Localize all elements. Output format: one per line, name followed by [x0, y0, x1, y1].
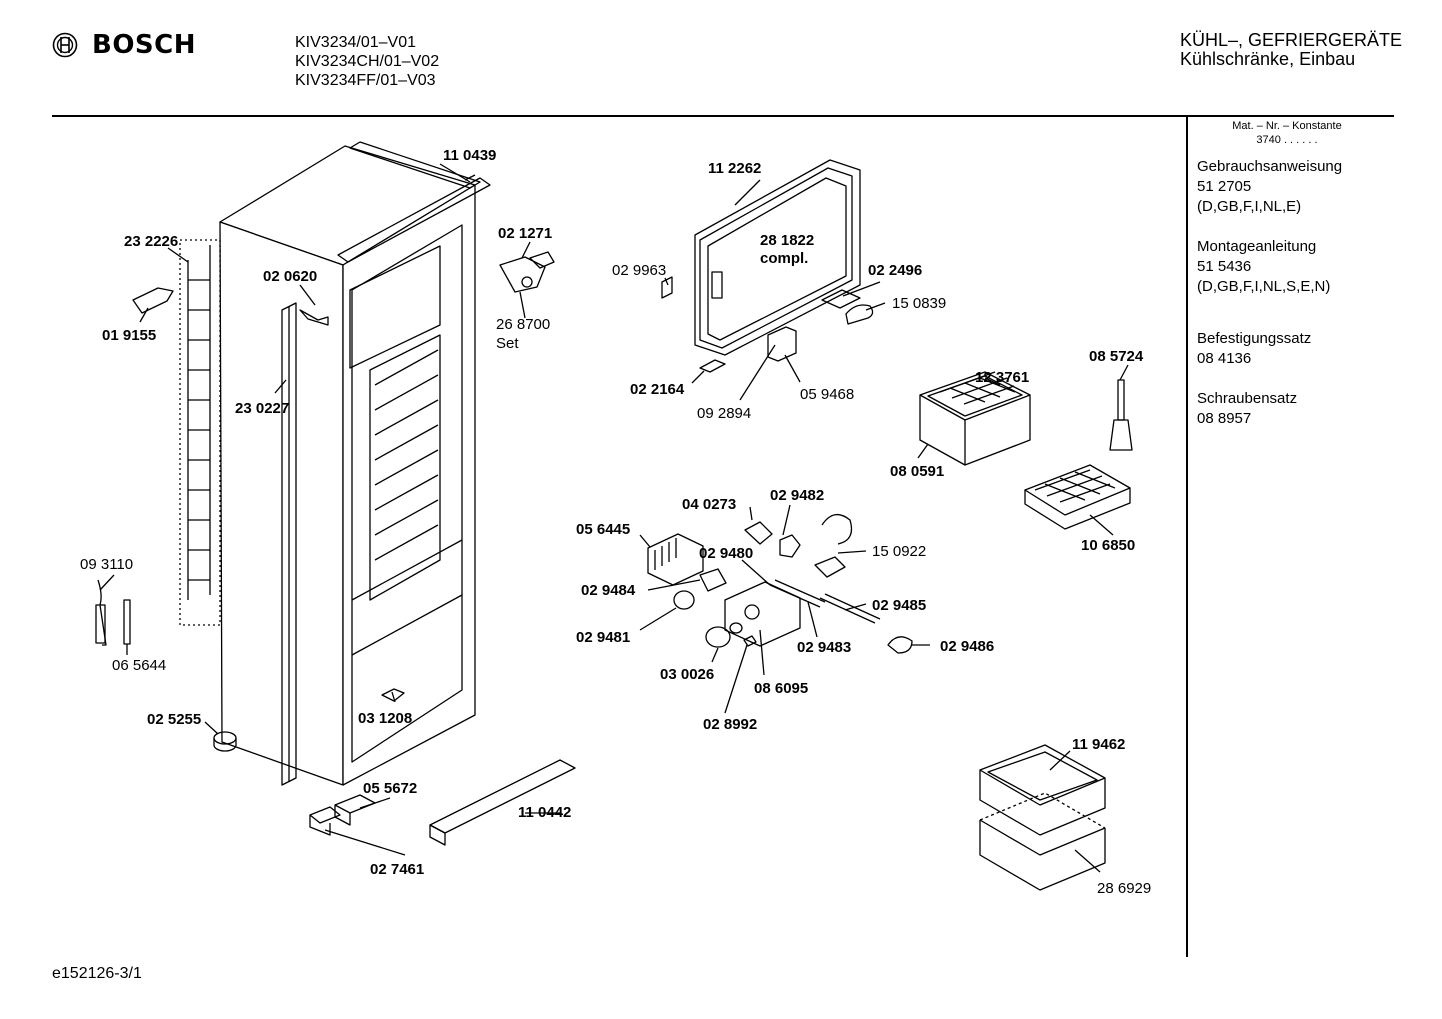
part-label: 05 6445: [576, 521, 630, 538]
shelf-ribs: [374, 349, 439, 561]
part-label: 15 0839: [892, 295, 946, 312]
part-label: 02 9481: [576, 629, 630, 646]
crisper-drawer: [979, 744, 1106, 891]
sidebar-item: Montageanleitung 51 5436 (D,GB,F,I,NL,S,…: [1197, 237, 1387, 297]
part-label: Set: [496, 335, 519, 352]
hinge-plate-part: [767, 326, 797, 362]
part-labels: 11 0439 02 1271 23 2226 02 0620 01 9155 …: [80, 147, 1151, 897]
door-seal-strip: [281, 302, 297, 786]
ice-tray-upper: [919, 371, 1031, 466]
part-label: 03 1208: [358, 710, 412, 727]
ice-tray-lower: [1024, 464, 1131, 530]
plug-part: [381, 688, 405, 702]
part-label: 01 9155: [102, 327, 156, 344]
condenser-coil: [187, 245, 211, 600]
top-rail: [337, 177, 491, 263]
sidebar-item-title: Befestigungssatz: [1197, 330, 1312, 347]
sidebar-divider: [1186, 117, 1188, 957]
bosch-armature-logo-icon: [52, 32, 78, 58]
part-label: 02 8992: [703, 716, 757, 733]
product-category: KÜHL–, GEFRIERGERÄTE Kühlschränke, Einba…: [1180, 31, 1402, 69]
part-label: compl.: [760, 250, 808, 267]
kick-rail-part: [429, 759, 576, 846]
part-label: 12 3761: [975, 369, 1029, 386]
model-number: KIV3234CH/01–V02: [295, 53, 440, 70]
part-label: 02 0620: [263, 268, 317, 285]
part-label: 11 2262: [708, 160, 761, 177]
part-label: 02 9963: [612, 262, 666, 279]
part-label: 28 1822: [760, 232, 814, 249]
part-label: 02 9484: [581, 582, 636, 599]
part-label: 11 9462: [1072, 736, 1125, 753]
freezer-door: [694, 159, 861, 356]
sidebar: Mat. – Nr. – Konstante 3740 . . . . . . …: [1197, 119, 1387, 429]
cabinet-body: [179, 141, 481, 786]
model-number: KIV3234FF/01–V03: [295, 72, 436, 89]
model-list: KIV3234/01–V01 KIV3234CH/01–V02 KIV3234F…: [295, 33, 439, 90]
header-divider: [52, 115, 1394, 117]
part-label: 09 3110: [80, 556, 133, 573]
brand: BOSCH: [52, 30, 196, 60]
leader-lines: [99, 163, 1129, 873]
document-code: e152126-3/1: [52, 965, 142, 982]
latch-part: [821, 289, 861, 309]
sidebar-item-number: 51 5436: [1197, 258, 1252, 275]
sidebar-item: Befestigungssatz 08 4136: [1197, 329, 1387, 369]
sidebar-item-langs: (D,GB,F,I,NL,S,E,N): [1197, 278, 1331, 295]
part-label: 02 1271: [498, 225, 552, 242]
sidebar-item-title: Montageanleitung: [1197, 238, 1317, 255]
category-subtitle: Kühlschränke, Einbau: [1180, 49, 1356, 69]
part-label: 09 2894: [697, 405, 751, 422]
part-label: 02 9480: [699, 545, 753, 562]
part-label: 23 0227: [235, 400, 289, 417]
sidebar-item-number: 51 2705: [1197, 178, 1252, 195]
hinge-part: [499, 251, 555, 293]
clip-part: [661, 276, 673, 299]
part-label: 08 6095: [754, 680, 808, 697]
sidebar-item-number: 08 8957: [1197, 410, 1252, 427]
part-label: 05 9468: [800, 386, 854, 403]
mat-number-value: 3740 . . . . . .: [1256, 134, 1318, 146]
part-label: 05 5672: [363, 780, 417, 797]
part-label: 02 9483: [797, 639, 851, 656]
part-label: 04 0273: [682, 496, 736, 513]
part-label: 06 5644: [112, 657, 166, 674]
part-label: 08 5724: [1089, 348, 1144, 365]
part-label: 02 9486: [940, 638, 994, 655]
brand-name: BOSCH: [92, 30, 196, 60]
foot-part: [213, 731, 237, 752]
sidebar-item-title: Schraubensatz: [1197, 390, 1298, 407]
thermostat-assembly: [647, 513, 913, 654]
bracket-part: [299, 309, 329, 326]
sidebar-item-number: 08 4136: [1197, 350, 1252, 367]
part-label: 03 0026: [660, 666, 714, 683]
sidebar-item-langs: (D,GB,F,I,NL,E): [1197, 198, 1302, 215]
exploded-parts-diagram: 11 0439 02 1271 23 2226 02 0620 01 9155 …: [80, 141, 1151, 897]
sidebar-item: Schraubensatz 08 8957: [1197, 389, 1387, 429]
clip-part: [699, 359, 726, 373]
category-title: KÜHL–, GEFRIERGERÄTE: [1180, 30, 1403, 50]
part-label: 02 7461: [370, 861, 424, 878]
part-label: 11 0439: [443, 147, 496, 164]
sidebar-item-title: Gebrauchsanweisung: [1197, 158, 1343, 175]
mount-bracket-part: [309, 794, 376, 836]
part-label: 26 8700: [496, 316, 550, 333]
mat-number-label: Mat. – Nr. – Konstante: [1232, 120, 1342, 132]
part-label: 02 2496: [868, 262, 922, 279]
part-label: 28 6929: [1097, 880, 1151, 897]
part-label: 02 9485: [872, 597, 926, 614]
part-label: 10 6850: [1081, 537, 1135, 554]
model-number: KIV3234/01–V01: [295, 34, 416, 51]
part-label: 11 0442: [518, 804, 571, 821]
part-label: 23 2226: [124, 233, 178, 250]
ice-scraper-part: [1109, 379, 1133, 451]
part-label: 02 9482: [770, 487, 824, 504]
part-label: 08 0591: [890, 463, 944, 480]
handle-part: [845, 304, 874, 325]
sidebar-item: Gebrauchsanweisung 51 2705 (D,GB,F,I,NL,…: [1197, 157, 1387, 217]
part-label: 15 0922: [872, 543, 926, 560]
part-label: 02 2164: [630, 381, 685, 398]
bracket-part: [132, 287, 174, 314]
part-label: 02 5255: [147, 711, 201, 728]
